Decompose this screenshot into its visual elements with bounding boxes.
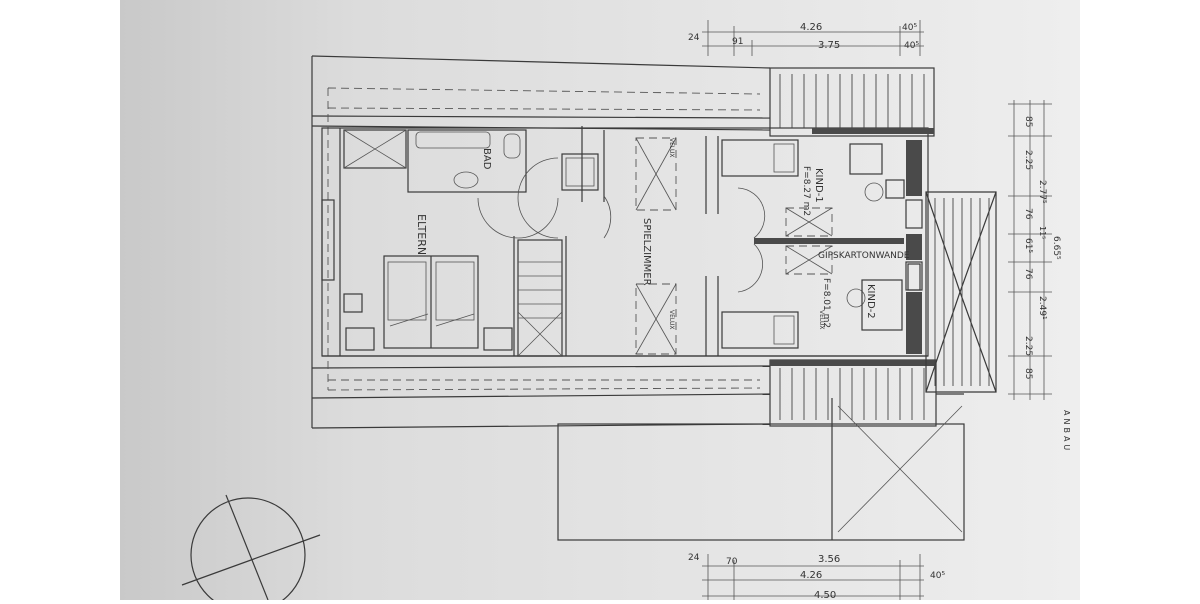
label-spielzimmer: SPIELZIMMER (641, 218, 652, 286)
dim-top-row1-end: 40⁵ (902, 23, 917, 33)
label-velux-2: VELUX (668, 310, 675, 329)
label-eltern: ELTERN (415, 214, 428, 255)
dim-right-2: 2.25 (1023, 150, 1033, 170)
dim-right-6: 76 (1023, 268, 1033, 280)
dim-right-3: 2.77⁵ (1037, 180, 1047, 204)
dormer-bottom (769, 359, 937, 427)
dim-right-1: 85 (1023, 116, 1033, 127)
bathroom-fixtures (343, 129, 599, 193)
dim-right-4: 76 (1023, 208, 1033, 220)
left-window (321, 199, 335, 281)
dim-bottom-row2-end: 40⁵ (930, 571, 945, 581)
dim-right-7: 2.49¹ (1037, 296, 1047, 320)
dim-top-row1: 4.26 (800, 22, 822, 33)
stairs (517, 239, 563, 357)
balcony-structure (557, 393, 965, 541)
dim-bottom-row3: 4.50 (814, 590, 836, 600)
anbau-roof (925, 191, 997, 393)
label-kind1: KIND-1 (813, 168, 824, 203)
label-kind1-area: F=8.27 m2 (801, 166, 811, 216)
dim-bottom-row1-a: 70 (726, 557, 738, 567)
dim-top-row2-b: 3.75 (818, 40, 840, 51)
compass-icon (181, 494, 321, 604)
label-velux-1: VELUX (668, 138, 675, 157)
dim-bottom-row1-b: 3.56 (818, 554, 840, 565)
label-anbau: ANBAU (1062, 410, 1071, 453)
velux-windows (635, 137, 677, 355)
dim-right-total-b: 6.65⁵ (1051, 236, 1061, 260)
dim-top-row2-a: 91 (732, 37, 743, 47)
dim-bottom-row2: 4.26 (800, 570, 822, 581)
right-wall (905, 140, 923, 354)
right-dimensions (1008, 100, 1052, 400)
dim-top-row2-start: 24 (688, 33, 700, 43)
kind2-furniture (721, 243, 921, 349)
dormer-top (769, 67, 935, 137)
kind1-furniture (721, 139, 905, 239)
dim-right-total-a: 11⁵ (1038, 226, 1047, 239)
paper-sheet (120, 0, 1080, 600)
dim-bottom-row1-start: 24 (688, 553, 700, 563)
dim-right-8: 2.25 (1023, 336, 1033, 356)
top-dimensions (702, 20, 924, 56)
label-bad: BAD (481, 148, 492, 170)
label-gipskarton: GIPSKARTONWANDE (818, 251, 910, 261)
label-kind2-area: F=8.01 m2 (821, 278, 831, 328)
bottom-dimensions (702, 554, 924, 600)
roof-outline (311, 55, 771, 429)
dim-top-row2-end: 40⁵ (904, 41, 919, 51)
dim-right-5: 61⁵ (1023, 238, 1033, 253)
double-bed (343, 255, 513, 351)
label-velux-3: VELUX (818, 310, 825, 329)
label-kind2: KIND-2 (865, 284, 876, 319)
dim-right-9: 85 (1023, 368, 1033, 379)
interior-walls (477, 126, 904, 356)
